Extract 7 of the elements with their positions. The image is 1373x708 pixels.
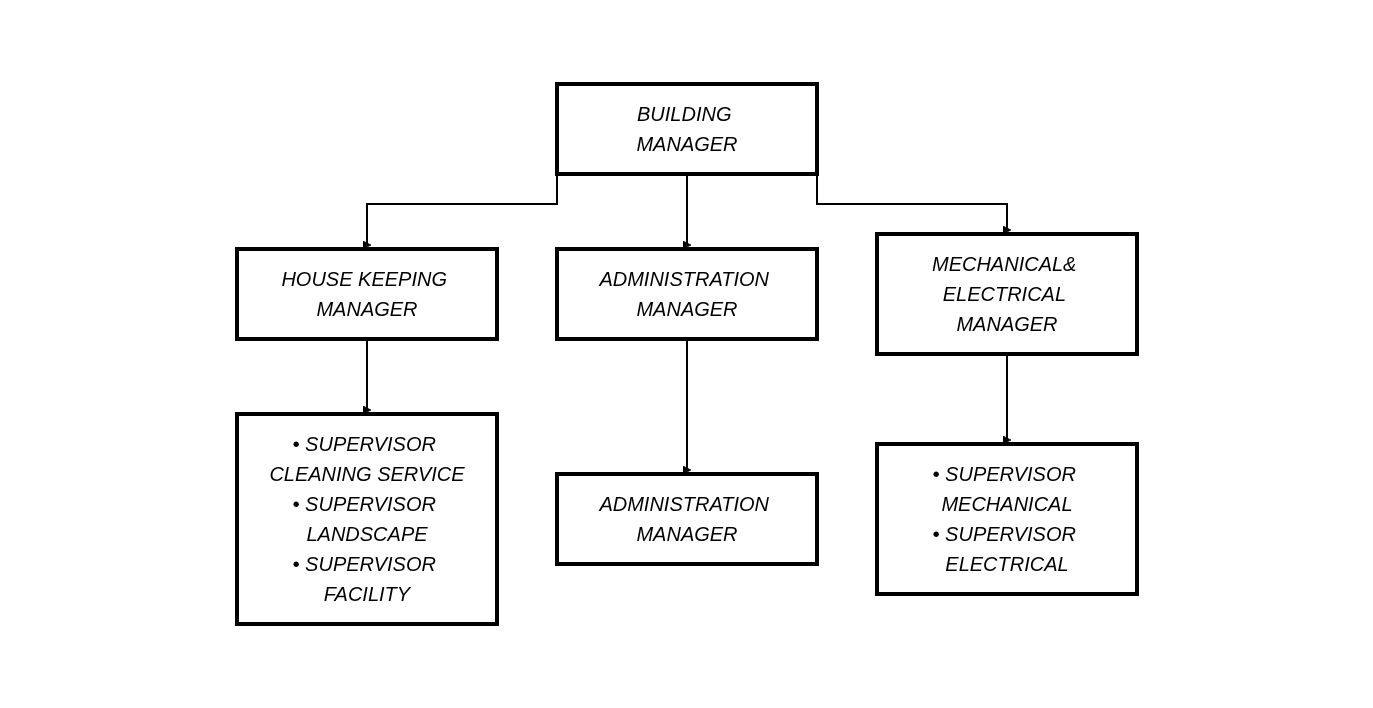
node-box: ADMINISTRATION MANAGER <box>554 247 819 341</box>
node-box: • SUPERVISOR CLEANING SERVICE • SUPERVISOR LANDSCAPE • SUPERVISOR FACILITY <box>234 412 499 626</box>
node-box: ADMINISTRATION MANAGER <box>554 472 819 566</box>
node-box: BUILDING MANAGER <box>554 82 819 176</box>
node-box: HOUSE KEEPING MANAGER <box>234 247 499 341</box>
node-box: MECHANICAL& ELECTRICAL MANAGER <box>874 232 1139 356</box>
node-box: • SUPERVISOR MECHANICAL • SUPERVISOR ELECTRICAL <box>874 442 1139 596</box>
